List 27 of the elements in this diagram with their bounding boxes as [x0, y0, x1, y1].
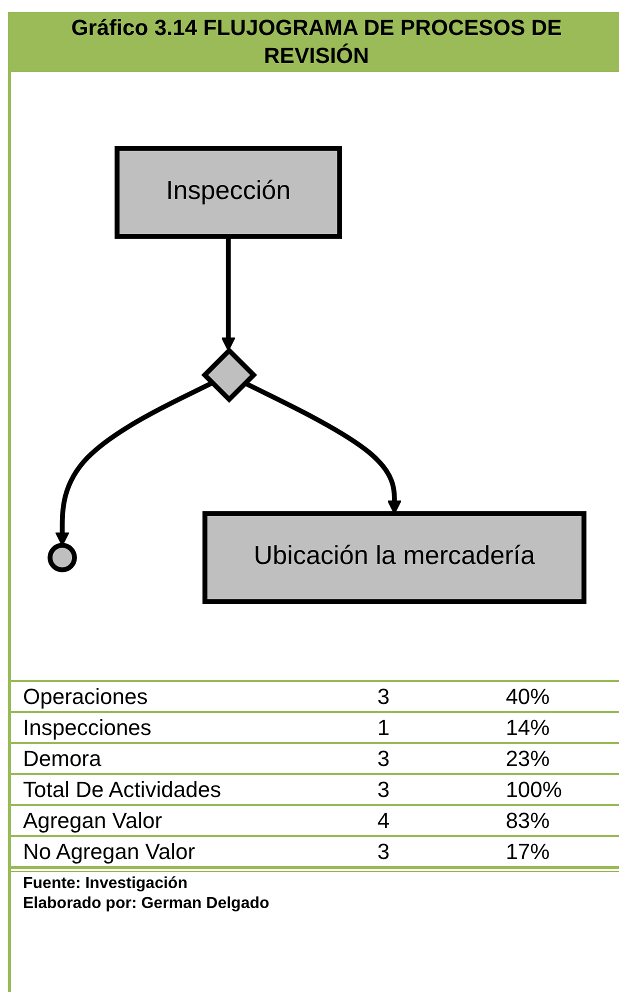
table-cell: Agregan Valor — [11, 805, 366, 836]
table-cell: 3 — [365, 743, 494, 774]
table-cell: 14% — [494, 712, 619, 743]
source-note: Elaborado por: German Delgado — [22, 894, 270, 914]
table-cell: 3 — [365, 774, 494, 805]
title-banner: Gráfico 3.14 FLUJOGRAMA DE PROCESOS DE REVISIÓN — [11, 12, 619, 72]
table-cell: 3 — [365, 681, 494, 712]
table-cell: Total De Actividades — [11, 774, 366, 805]
node-circle — [47, 542, 76, 572]
table-cell: Demora — [11, 743, 366, 774]
table-cell: 1 — [365, 712, 494, 743]
source-note: Fuente: Investigación — [22, 874, 188, 894]
node-box: Inspección — [114, 146, 342, 239]
table-cell: No Agregan Valor — [11, 836, 366, 867]
table-cell: 3 — [365, 836, 494, 867]
node-diamond — [200, 347, 257, 403]
table-cell: 4 — [365, 805, 494, 836]
table-cell: Inspecciones — [11, 712, 366, 743]
table-cell: 17% — [494, 836, 619, 867]
arrow — [220, 236, 236, 352]
table-cell: Operaciones — [11, 681, 366, 712]
arrow — [54, 380, 213, 546]
table-cell: 23% — [494, 743, 619, 774]
table-cell: 83% — [494, 805, 619, 836]
node-box: Ubicación la mercadería — [202, 511, 586, 604]
table-cell: 40% — [494, 681, 619, 712]
table-cell: 100% — [494, 774, 619, 805]
